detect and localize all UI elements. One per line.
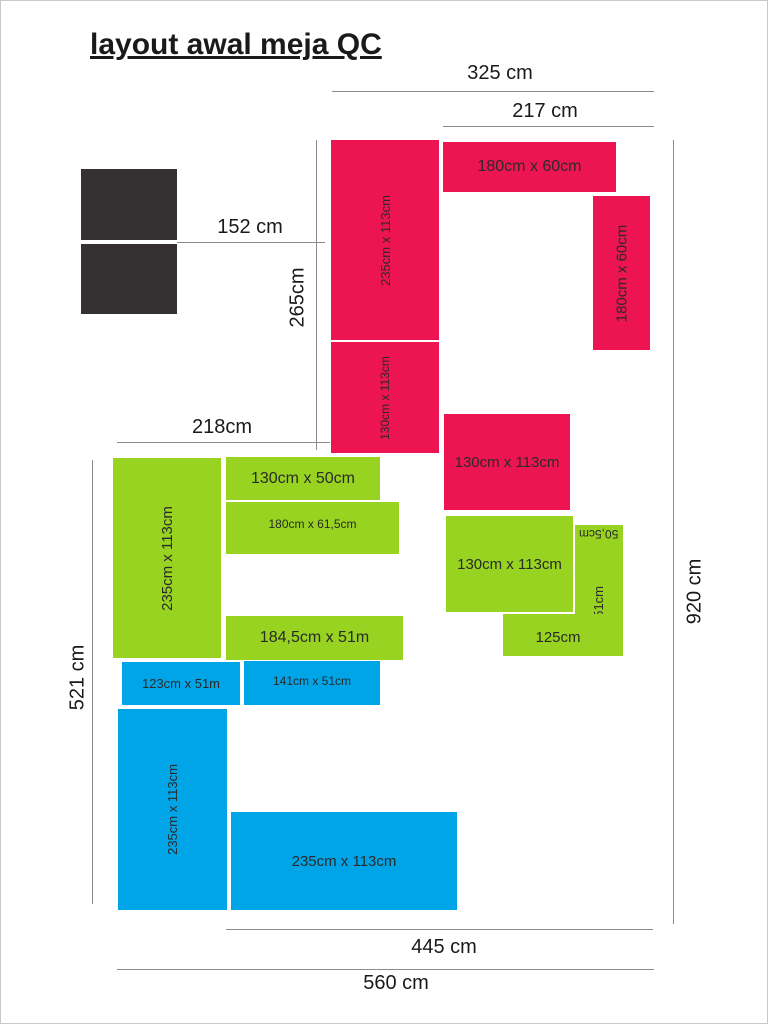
dim-line-325	[332, 91, 654, 92]
table-red-short-label: 130cm x 113cm	[378, 355, 392, 440]
dim-920: 920 cm	[683, 558, 706, 625]
table-red-right-vertical: 180cm x 60cm	[593, 196, 650, 350]
dark-block-bottom	[81, 244, 177, 314]
dim-line-218	[117, 442, 330, 443]
dim-line-560	[117, 969, 654, 970]
dim-152: 152 cm	[217, 216, 283, 238]
dim-325: 325 cm	[467, 62, 533, 84]
dim-line-445	[226, 929, 653, 930]
table-green-l-bottom-label: 125cm	[535, 628, 581, 646]
table-red-tall-label: 235cm x 113cm	[377, 194, 393, 286]
table-blue-wide: 235cm x 113cm	[231, 812, 457, 910]
table-green-l-top: 50,5cm	[574, 524, 624, 544]
dim-521: 521 cm	[66, 644, 89, 711]
table-green-184x51-label: 184,5cm x 51m	[259, 629, 370, 646]
table-red-top-horizontal: 180cm x 60cm	[443, 142, 616, 192]
dark-block-top	[81, 169, 177, 240]
dim-217: 217 cm	[512, 100, 578, 122]
dim-560: 560 cm	[363, 972, 429, 994]
table-green-tall: 235cm x 113cm	[113, 458, 221, 658]
table-green-l-bottom: 125cm	[503, 614, 623, 656]
table-red-tall: 235cm x 113cm	[331, 140, 439, 340]
table-blue-wide-label: 235cm x 113cm	[291, 852, 397, 870]
table-red-mid-label: 130cm x 113cm	[454, 453, 560, 471]
table-red-top-horizontal-label: 180cm x 60cm	[477, 158, 582, 175]
dim-265: 265cm	[286, 267, 309, 328]
table-blue-141: 141cm x 51cm	[244, 661, 380, 705]
table-blue-tall-label: 235cm x 113cm	[164, 764, 180, 855]
table-green-180x61: 180cm x 61,5cm	[226, 502, 399, 554]
table-blue-141-label: 141cm x 51cm	[272, 674, 352, 688]
page-title: layout awal meja QC	[90, 28, 382, 61]
table-blue-tall: 235cm x 113cm	[118, 709, 227, 910]
table-green-130x50: 130cm x 50cm	[226, 457, 380, 500]
dim-line-265	[316, 140, 317, 450]
dim-line-152	[177, 242, 325, 243]
dim-218: 218cm	[191, 416, 253, 438]
table-green-180x61-label: 180cm x 61,5cm	[268, 517, 357, 531]
dim-line-217	[443, 126, 654, 127]
table-green-tall-label: 235cm x 113cm	[158, 505, 176, 611]
dim-445: 445 cm	[411, 936, 477, 958]
table-green-130x113-label: 130cm x 113cm	[457, 555, 562, 573]
table-red-right-vertical-label: 180cm x 60cm	[613, 224, 631, 322]
table-green-184x51: 184,5cm x 51m	[226, 616, 403, 660]
table-red-short: 130cm x 113cm	[331, 342, 439, 453]
table-green-l-top-label: 50,5cm	[579, 527, 619, 541]
table-green-130x113: 130cm x 113cm	[446, 516, 573, 612]
table-red-mid: 130cm x 113cm	[444, 414, 570, 510]
dim-line-521	[92, 460, 93, 904]
table-green-130x50-label: 130cm x 50cm	[250, 469, 356, 487]
dim-line-920	[673, 140, 674, 924]
table-blue-123-label: 123cm x 51m	[141, 676, 221, 691]
table-blue-123: 123cm x 51m	[122, 662, 240, 705]
